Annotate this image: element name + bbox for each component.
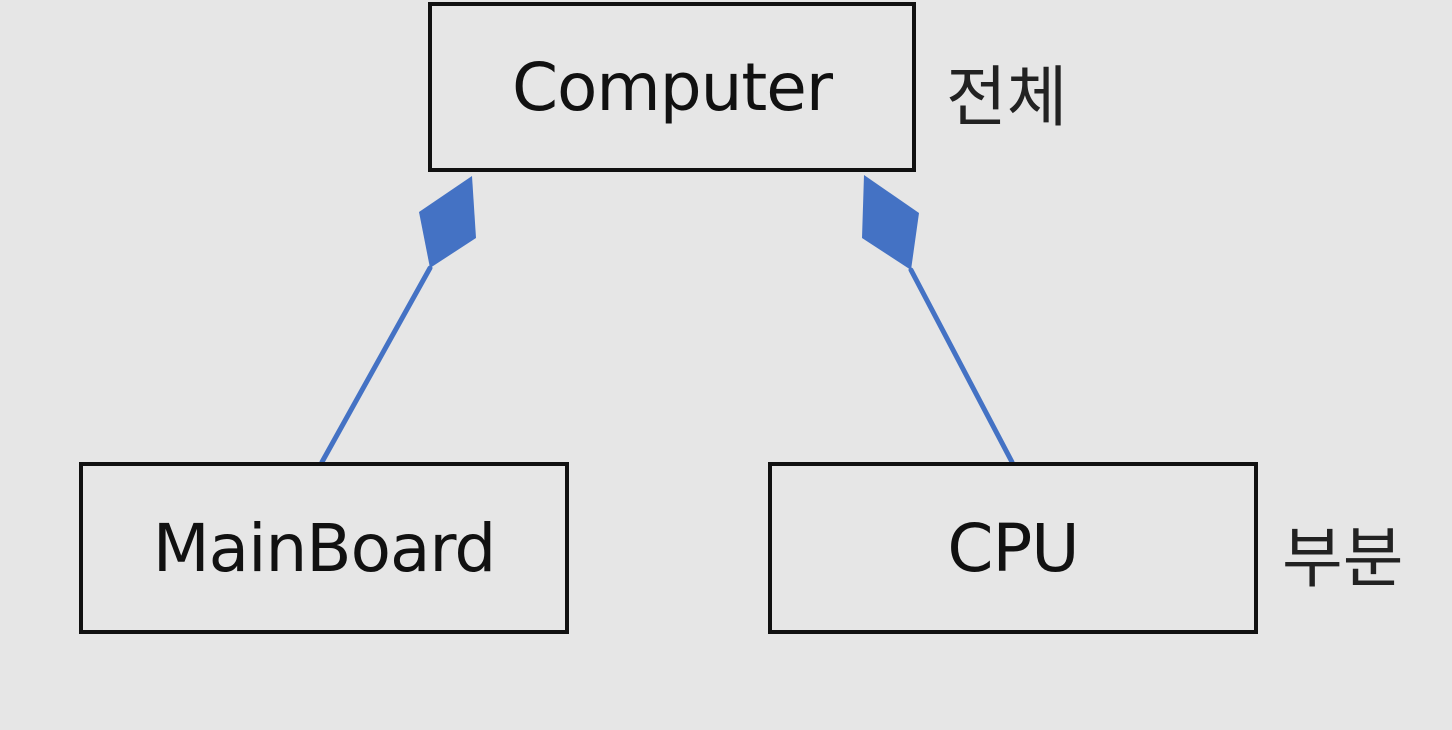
part-note: 부분 bbox=[1282, 520, 1404, 597]
cpu-composition bbox=[862, 175, 1015, 465]
computer-class-box: Computer bbox=[428, 2, 916, 172]
cpu-connector-line bbox=[908, 267, 1015, 465]
cpu-class-name: CPU bbox=[947, 509, 1079, 587]
cpu-class-box: CPU bbox=[768, 462, 1258, 634]
computer-class-name: Computer bbox=[511, 48, 833, 126]
mainboard-class-box: MainBoard bbox=[79, 462, 569, 634]
mainboard-composition-diamond-icon bbox=[419, 176, 476, 268]
cpu-composition-diamond-icon bbox=[862, 175, 919, 270]
mainboard-composition bbox=[319, 176, 476, 465]
mainboard-class-name: MainBoard bbox=[152, 509, 497, 587]
whole-note: 전체 bbox=[946, 59, 1068, 136]
mainboard-connector-line bbox=[319, 265, 433, 465]
